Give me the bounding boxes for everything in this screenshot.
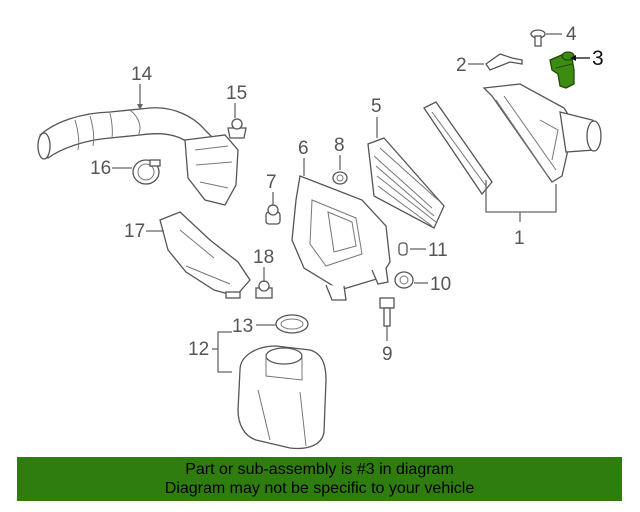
callout-11: 11: [428, 240, 448, 261]
part-1-upper-case[interactable]: [423, 83, 602, 196]
part-7-callout: 7: [266, 172, 277, 206]
banner-line-1: Part or sub-assembly is #3 in diagram: [185, 461, 454, 478]
part-14-callout: 14: [131, 64, 153, 110]
part-5-callout: 5: [371, 96, 382, 138]
callout-7: 7: [266, 172, 277, 193]
part-11-grommet[interactable]: [398, 242, 408, 256]
callout-14: 14: [131, 64, 153, 85]
callout-10: 10: [430, 274, 451, 295]
part-2-callout: 2: [456, 55, 484, 76]
part-11-callout: 11: [410, 240, 448, 261]
part-12-resonator[interactable]: [237, 345, 327, 450]
part-2-bracket[interactable]: [485, 53, 523, 71]
callout-3: 3: [592, 47, 604, 70]
part-9-callout: 9: [382, 326, 393, 365]
banner-line-2: Diagram may not be specific to your vehi…: [164, 480, 475, 497]
part-3-callout: 3: [570, 47, 604, 70]
part-16-hose-clamp[interactable]: [132, 159, 161, 185]
part-4-callout: 4: [546, 24, 577, 45]
part-10-nut[interactable]: [394, 271, 414, 289]
part-14-intake-duct[interactable]: [37, 107, 239, 206]
callout-16: 16: [90, 158, 111, 179]
callout-8: 8: [334, 135, 345, 156]
part-15-callout: 15: [226, 83, 247, 118]
part-6-callout: 6: [298, 138, 309, 176]
part-6-lower-case[interactable]: [291, 175, 391, 301]
part-8-callout: 8: [334, 135, 345, 170]
callout-1: 1: [514, 228, 525, 249]
part-13-clamp[interactable]: [275, 314, 309, 334]
parts-diagram: 14 15 16 17 18: [37, 24, 604, 450]
part-3-sensor-highlighted[interactable]: [549, 51, 575, 89]
part-4-screw[interactable]: [530, 29, 546, 47]
callout-4: 4: [566, 24, 577, 45]
part-18-nut[interactable]: [255, 280, 273, 299]
part-5-air-filter[interactable]: [367, 137, 445, 229]
callout-9: 9: [382, 344, 393, 365]
part-18-callout: 18: [253, 247, 274, 282]
part-15-clip[interactable]: [227, 118, 247, 139]
part-8-grommet[interactable]: [332, 171, 348, 185]
info-banner: Part or sub-assembly is #3 in diagram Di…: [17, 457, 622, 501]
callout-13: 13: [232, 316, 253, 337]
part-9-bolt[interactable]: [379, 297, 395, 327]
part-13-callout: 13: [232, 316, 276, 337]
callout-5: 5: [371, 96, 382, 117]
part-17-resonator-duct[interactable]: [159, 211, 251, 299]
part-16-callout: 16: [90, 158, 132, 179]
callout-6: 6: [298, 138, 309, 159]
callout-15: 15: [226, 83, 247, 104]
callout-12: 12: [188, 339, 209, 360]
part-12-callout: 12: [188, 331, 232, 373]
part-7-grommet[interactable]: [265, 204, 281, 225]
part-10-callout: 10: [414, 274, 451, 295]
part-1-callout: 1: [485, 180, 557, 249]
callout-18: 18: [253, 247, 274, 268]
callout-17: 17: [124, 221, 145, 242]
part-17-callout: 17: [124, 221, 164, 242]
callout-2: 2: [456, 55, 467, 76]
